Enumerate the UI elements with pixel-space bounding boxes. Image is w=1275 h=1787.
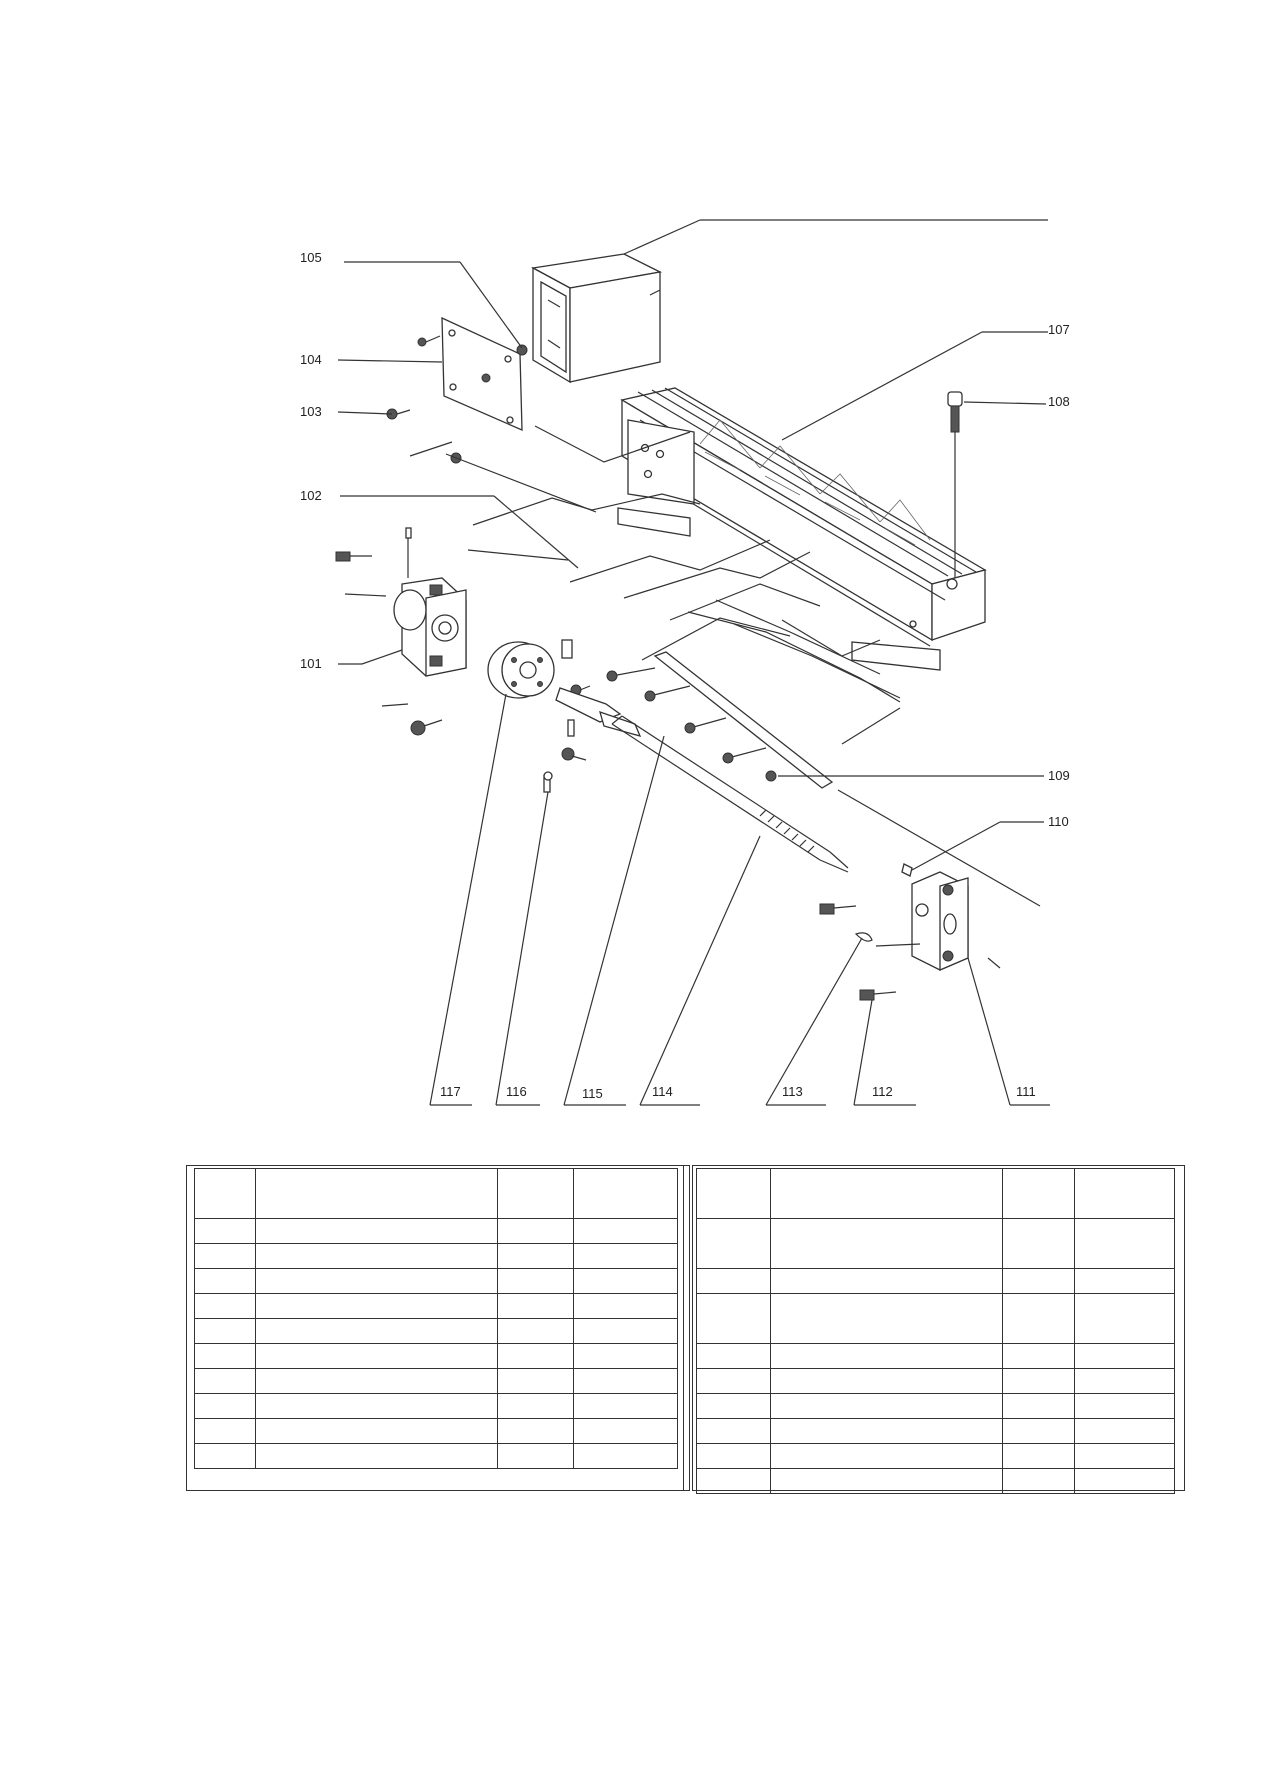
cover-plate [441, 316, 523, 432]
callout-114: 114 [652, 1084, 673, 1099]
table-row [696, 1393, 1175, 1419]
table-row [193, 1218, 679, 1244]
table-row [193, 1418, 679, 1444]
parts-table-left-frame [186, 1165, 690, 1491]
parts-table-left [193, 1168, 679, 1469]
callout-103: 103 [300, 404, 322, 419]
table-row [696, 1443, 1175, 1469]
callout-labels: 105 104 103 102 101 107 108 109 110 111 … [300, 250, 1070, 1101]
callout-112: 112 [872, 1084, 893, 1099]
table-header-row [696, 1168, 1175, 1219]
table-row [696, 1293, 1175, 1344]
table-row [696, 1368, 1175, 1394]
centre-lines [409, 425, 1041, 907]
callout-115: 115 [582, 1086, 603, 1101]
bolt-108 [947, 391, 963, 578]
housing-box [530, 253, 663, 384]
callout-105: 105 [300, 250, 322, 265]
table-row [696, 1268, 1175, 1294]
callout-111: 111 [1016, 1084, 1036, 1099]
lead-screw [555, 687, 849, 873]
flange-117 [487, 641, 555, 699]
parts-table-right [696, 1168, 1175, 1494]
table-row [696, 1218, 1175, 1269]
table-row [696, 1418, 1175, 1444]
exploded-parts-diagram: 105 104 103 102 101 107 108 109 110 111 … [300, 219, 1070, 1106]
end-bracket [819, 863, 969, 1001]
table-row [193, 1343, 679, 1369]
table-row [696, 1343, 1175, 1369]
table-header-row [193, 1168, 679, 1219]
callout-108: 108 [1048, 394, 1070, 409]
motor-bracket [335, 527, 467, 736]
callout-110: 110 [1048, 814, 1069, 829]
callout-101: 101 [300, 656, 322, 671]
table-row [193, 1268, 679, 1294]
table-row [193, 1243, 679, 1269]
machine-bed [617, 387, 987, 671]
callout-107: 107 [1048, 322, 1070, 337]
table-row [193, 1368, 679, 1394]
callout-113: 113 [782, 1084, 803, 1099]
callout-104: 104 [300, 352, 322, 367]
callout-leaders [337, 219, 1050, 1106]
table-row [193, 1393, 679, 1419]
callout-116: 116 [506, 1084, 527, 1099]
parts-table-right-frame [692, 1165, 1185, 1494]
table-row [696, 1468, 1175, 1494]
table-row [193, 1293, 679, 1319]
callout-102: 102 [300, 488, 322, 503]
table-row [193, 1443, 679, 1469]
callout-109: 109 [1048, 768, 1070, 783]
rail-strip [606, 651, 834, 789]
table-row [193, 1318, 679, 1344]
small-hardware [543, 639, 591, 793]
callout-117: 117 [440, 1084, 461, 1099]
